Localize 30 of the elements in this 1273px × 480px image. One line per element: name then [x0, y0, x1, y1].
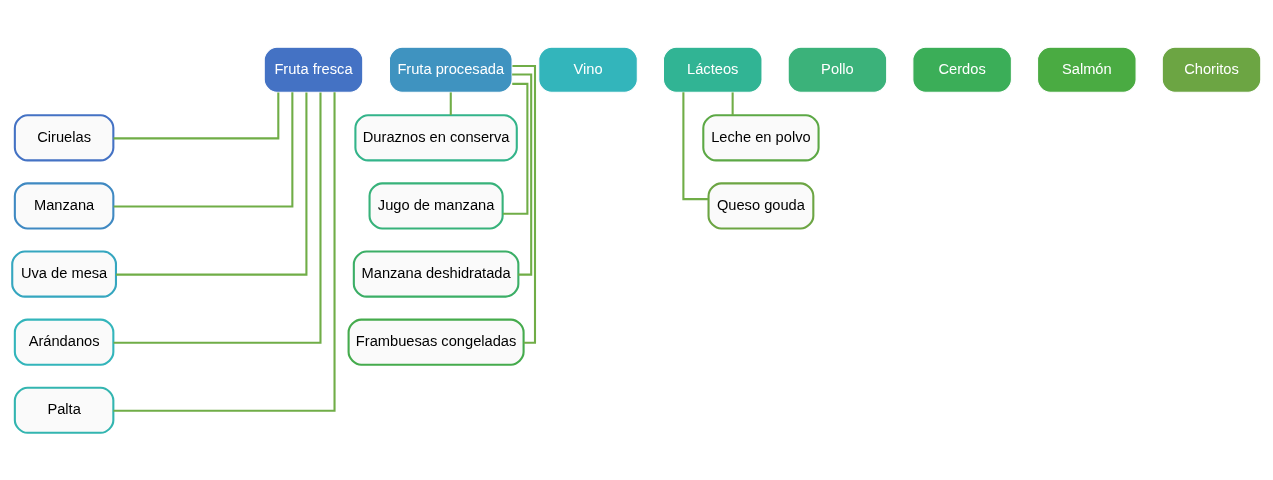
node-box: Duraznos en conserva: [354, 114, 518, 162]
node-box: Pollo: [787, 46, 888, 93]
connector: [113, 92, 322, 344]
connector: [512, 73, 533, 276]
connector: [113, 92, 336, 412]
node-box: Cerdos: [912, 46, 1012, 93]
connector: [449, 92, 452, 115]
node-box: Choritos: [1161, 46, 1262, 93]
node-box: Manzana deshidratada: [352, 250, 520, 298]
node-box: Manzana: [13, 182, 115, 230]
node-box: Leche en polvo: [702, 114, 820, 162]
connector: [116, 92, 308, 276]
node-box: Fruta fresca: [263, 46, 364, 93]
node-box: Palta: [13, 386, 115, 434]
connector: [113, 92, 280, 140]
node-box: Vino: [538, 46, 638, 93]
connector: [502, 82, 529, 215]
node-box: Frambuesas congeladas: [347, 318, 525, 366]
connector: [113, 92, 294, 208]
node-box: Uva de mesa: [11, 250, 117, 298]
node-box: Lácteos: [662, 46, 763, 93]
node-box: Salmón: [1037, 46, 1137, 93]
connector: [512, 65, 537, 344]
node-box: Fruta procesada: [388, 46, 513, 93]
node-box: Ciruelas: [13, 114, 115, 162]
node-box: Jugo de manzana: [368, 182, 504, 230]
node-box: Arándanos: [13, 318, 115, 366]
connector: [731, 92, 734, 115]
node-box: Queso gouda: [707, 182, 815, 230]
connector: [682, 92, 709, 201]
